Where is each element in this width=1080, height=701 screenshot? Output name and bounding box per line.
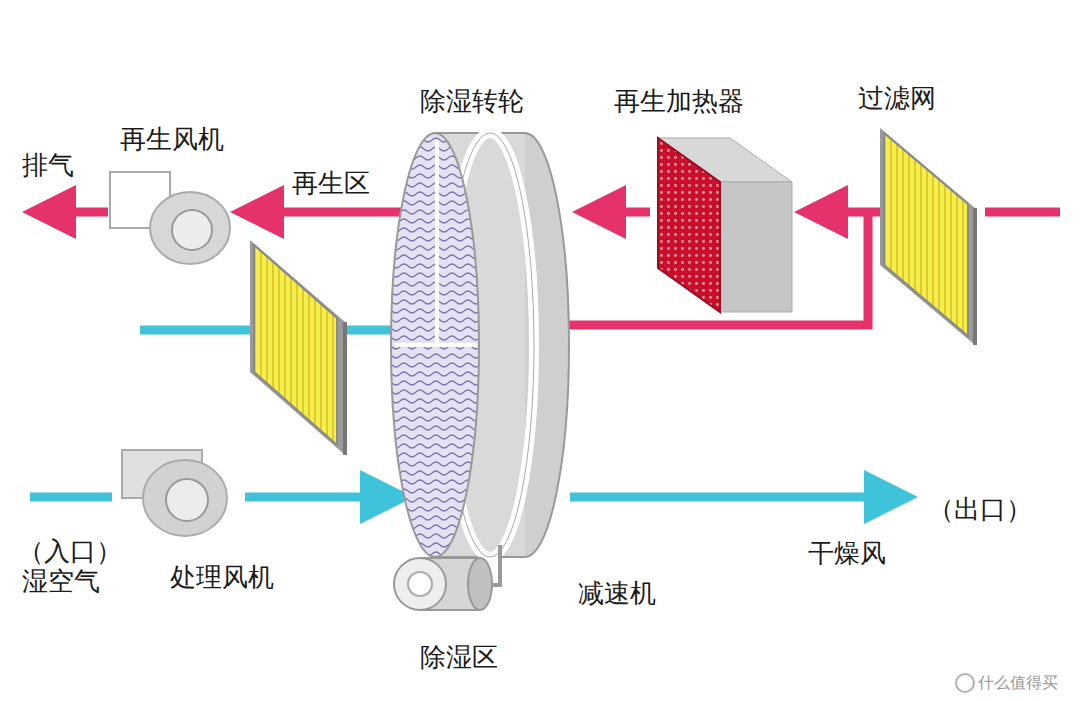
desiccant-wheel xyxy=(391,133,569,557)
regeneration-heater xyxy=(658,138,792,312)
regeneration-fan xyxy=(110,172,230,264)
watermark: 什么值得买 xyxy=(978,673,1058,692)
part-label: 过滤网 xyxy=(858,83,936,114)
flow-label: （入口） xyxy=(18,536,122,567)
part-label: 处理风机 xyxy=(170,562,274,593)
gear-motor xyxy=(394,545,500,610)
flow-label: 排气 xyxy=(22,150,74,181)
flow-label: 干燥风 xyxy=(808,538,886,569)
filter xyxy=(250,240,345,455)
filter xyxy=(880,128,975,345)
part-label: 减速机 xyxy=(578,578,656,609)
flow-label: （出口） xyxy=(928,494,1032,525)
flow-label: 湿空气 xyxy=(22,566,100,597)
zone-label: 除湿区 xyxy=(420,642,498,673)
part-label: 除湿转轮 xyxy=(420,86,524,117)
watermark-icon xyxy=(956,674,974,692)
process-fan xyxy=(122,450,227,536)
part-label: 再生加热器 xyxy=(614,86,744,117)
zone-label: 再生区 xyxy=(292,168,370,199)
part-label: 再生风机 xyxy=(120,124,224,155)
